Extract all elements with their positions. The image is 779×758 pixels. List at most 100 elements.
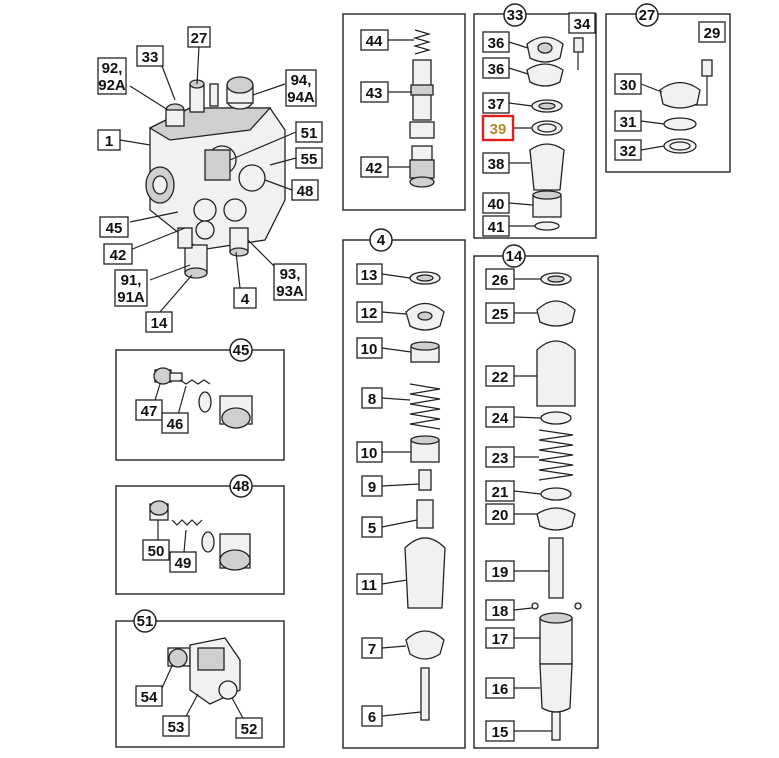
callout-45-circle[interactable]: 45: [229, 338, 253, 362]
callout-25[interactable]: 25: [485, 302, 515, 324]
svg-text:23: 23: [492, 450, 509, 467]
svg-text:55: 55: [301, 151, 318, 168]
callout-15[interactable]: 15: [485, 720, 515, 742]
svg-text:33: 33: [507, 7, 524, 24]
callout-51-circle[interactable]: 51: [133, 609, 157, 633]
svg-text:44: 44: [366, 33, 383, 50]
svg-text:92,: 92,: [102, 60, 123, 77]
callout-34[interactable]: 34: [568, 12, 596, 34]
callout-29[interactable]: 29: [698, 21, 726, 43]
frame-44-43-42: [342, 13, 466, 211]
svg-text:42: 42: [110, 247, 127, 264]
callout-42b[interactable]: 42: [360, 156, 389, 178]
callout-55[interactable]: 55: [295, 147, 323, 169]
callout-4-circle[interactable]: 4: [369, 228, 393, 252]
callout-33[interactable]: 33: [136, 45, 164, 67]
callout-36a[interactable]: 36: [482, 31, 510, 53]
callout-30[interactable]: 30: [614, 73, 642, 95]
callout-43[interactable]: 43: [360, 81, 389, 103]
callout-16[interactable]: 16: [485, 677, 515, 699]
callout-41[interactable]: 41: [482, 215, 510, 237]
part-39-seal: [531, 120, 563, 136]
svg-text:39: 39: [490, 121, 507, 138]
callout-5[interactable]: 5: [361, 516, 383, 538]
callout-21[interactable]: 21: [485, 480, 515, 502]
callout-51[interactable]: 51: [295, 121, 323, 143]
callout-33-circle[interactable]: 33: [503, 3, 527, 27]
callout-40[interactable]: 40: [482, 192, 510, 214]
callout-4-main[interactable]: 4: [233, 287, 257, 309]
main-valve-body: [145, 76, 286, 279]
callout-17[interactable]: 17: [485, 627, 515, 649]
callout-27[interactable]: 27: [187, 26, 211, 48]
callout-13[interactable]: 13: [356, 263, 383, 285]
callout-48-circle[interactable]: 48: [229, 474, 253, 498]
callout-37[interactable]: 37: [482, 92, 510, 114]
callout-24[interactable]: 24: [485, 406, 515, 428]
svg-text:92A: 92A: [98, 77, 126, 94]
callout-50[interactable]: 50: [142, 539, 170, 561]
callout-10a[interactable]: 10: [356, 337, 383, 359]
callout-91[interactable]: 91,91A: [114, 269, 148, 307]
callout-26[interactable]: 26: [485, 268, 515, 290]
part-32-ring: [663, 138, 697, 154]
svg-text:52: 52: [241, 721, 258, 738]
callout-14-main[interactable]: 14: [145, 311, 173, 333]
svg-text:5: 5: [368, 520, 376, 537]
callout-93[interactable]: 93,93A: [273, 263, 307, 301]
callout-27-circle[interactable]: 27: [635, 3, 659, 27]
group-14-parts: [531, 272, 582, 741]
callout-45[interactable]: 45: [99, 216, 129, 238]
svg-text:10: 10: [361, 341, 378, 358]
callout-8[interactable]: 8: [361, 387, 383, 409]
callout-14-circle[interactable]: 14: [502, 244, 526, 268]
callout-19[interactable]: 19: [485, 560, 515, 582]
callout-92[interactable]: 92,92A: [97, 57, 127, 95]
svg-text:36: 36: [488, 35, 505, 52]
callout-18[interactable]: 18: [485, 599, 515, 621]
callout-10b[interactable]: 10: [356, 441, 383, 463]
svg-text:91,: 91,: [121, 272, 142, 289]
svg-text:14: 14: [506, 248, 523, 265]
group-4-parts: [404, 271, 446, 721]
callout-9[interactable]: 9: [361, 475, 383, 497]
frame-45: [115, 349, 285, 461]
svg-text:27: 27: [639, 7, 656, 24]
callout-52[interactable]: 52: [235, 717, 263, 739]
callout-32[interactable]: 32: [614, 139, 642, 161]
group-48-parts: [149, 500, 251, 571]
svg-text:47: 47: [141, 403, 158, 420]
callout-39-highlighted[interactable]: 39: [481, 114, 515, 142]
callout-23[interactable]: 23: [485, 446, 515, 468]
callout-11[interactable]: 11: [356, 573, 383, 595]
callout-54[interactable]: 54: [135, 685, 163, 707]
callout-6[interactable]: 6: [361, 705, 383, 727]
svg-text:10: 10: [361, 445, 378, 462]
callout-12[interactable]: 12: [356, 301, 383, 323]
frame-4: [342, 239, 466, 749]
svg-text:14: 14: [151, 315, 168, 332]
callout-38[interactable]: 38: [482, 152, 510, 174]
callout-48[interactable]: 48: [291, 179, 319, 201]
callout-1[interactable]: 1: [97, 129, 121, 151]
callout-42[interactable]: 42: [103, 243, 133, 265]
part-44-spring: [412, 29, 432, 55]
callout-94[interactable]: 94,94A: [285, 69, 317, 107]
callout-49[interactable]: 49: [169, 551, 197, 573]
frame-33: [473, 13, 597, 239]
svg-text:31: 31: [620, 114, 637, 131]
callout-20[interactable]: 20: [485, 503, 515, 525]
callout-46[interactable]: 46: [161, 412, 189, 434]
svg-text:49: 49: [175, 555, 192, 572]
callout-22[interactable]: 22: [485, 365, 515, 387]
part-43-spool: [409, 59, 435, 139]
group-51-parts: [167, 637, 241, 705]
svg-text:9: 9: [368, 479, 376, 496]
callout-47[interactable]: 47: [135, 399, 163, 421]
callout-53[interactable]: 53: [162, 715, 190, 737]
callout-31[interactable]: 31: [614, 110, 642, 132]
callout-44[interactable]: 44: [360, 29, 389, 51]
callout-36b[interactable]: 36: [482, 57, 510, 79]
svg-text:16: 16: [492, 681, 509, 698]
callout-7[interactable]: 7: [361, 637, 383, 659]
